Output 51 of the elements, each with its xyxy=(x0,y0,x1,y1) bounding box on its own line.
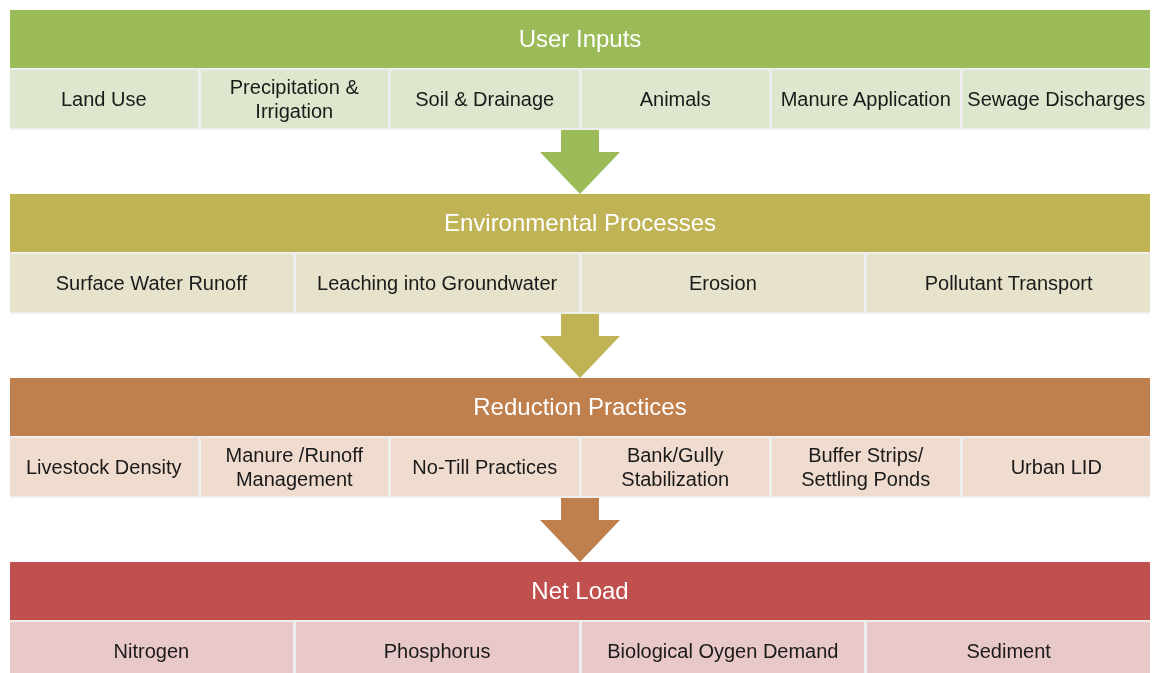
arrow xyxy=(540,130,620,194)
band-title: Net Load xyxy=(531,576,629,606)
item-label: Manure Application xyxy=(780,87,951,111)
item-label: Bank/Gully Stabilization xyxy=(620,443,731,491)
item-cell xyxy=(200,438,388,496)
item-label: Leaching into Groundwater xyxy=(317,271,558,295)
item-cell xyxy=(867,622,1150,673)
group-panel xyxy=(10,378,1150,498)
item-cell xyxy=(772,438,960,496)
item-cell xyxy=(772,70,960,128)
band-title: Environmental Processes xyxy=(443,208,717,238)
item-cell xyxy=(867,254,1150,312)
item-label: Animals xyxy=(639,87,711,111)
item-cell xyxy=(10,622,293,673)
band-title: Reduction Practices xyxy=(473,392,687,422)
item-cell xyxy=(962,70,1150,128)
arrow xyxy=(540,498,620,562)
item-label: Pollutant Transport xyxy=(924,271,1093,295)
item-label: Soil & Drainage xyxy=(415,87,555,111)
item-cell xyxy=(10,254,293,312)
item-label: Buffer Strips/ Settling Ponds xyxy=(800,443,932,491)
item-label: Urban LID xyxy=(1010,455,1102,479)
item-label: No-Till Practices xyxy=(412,455,558,479)
item-cell xyxy=(581,438,769,496)
item-label: Sediment xyxy=(966,639,1051,663)
item-cell xyxy=(391,70,579,128)
group-panel xyxy=(10,194,1150,314)
item-label: Sewage Discharges xyxy=(967,87,1146,111)
group-panel xyxy=(10,562,1150,673)
item-cell xyxy=(962,438,1150,496)
item-label: Manure /Runoff Management xyxy=(224,443,364,491)
item-cell xyxy=(295,254,579,312)
item-cell xyxy=(581,622,865,673)
item-cell xyxy=(295,622,579,673)
item-label: Livestock Density xyxy=(25,455,182,479)
item-label: Biological Oygen Demand xyxy=(607,639,839,663)
item-cell xyxy=(200,70,388,128)
item-label: Surface Water Runoff xyxy=(55,271,247,295)
item-label: Phosphorus xyxy=(383,639,491,663)
band-title: User Inputs xyxy=(518,24,642,54)
item-label: Precipitation & Irrigation xyxy=(228,75,360,123)
group-panel xyxy=(10,10,1150,130)
item-cell xyxy=(391,438,579,496)
arrow xyxy=(540,314,620,378)
item-cell xyxy=(581,70,769,128)
item-cell xyxy=(10,70,198,128)
item-cell xyxy=(10,438,198,496)
item-label: Erosion xyxy=(688,271,757,295)
item-cell xyxy=(581,254,865,312)
item-label: Nitrogen xyxy=(113,639,190,663)
item-label: Land Use xyxy=(60,87,147,111)
